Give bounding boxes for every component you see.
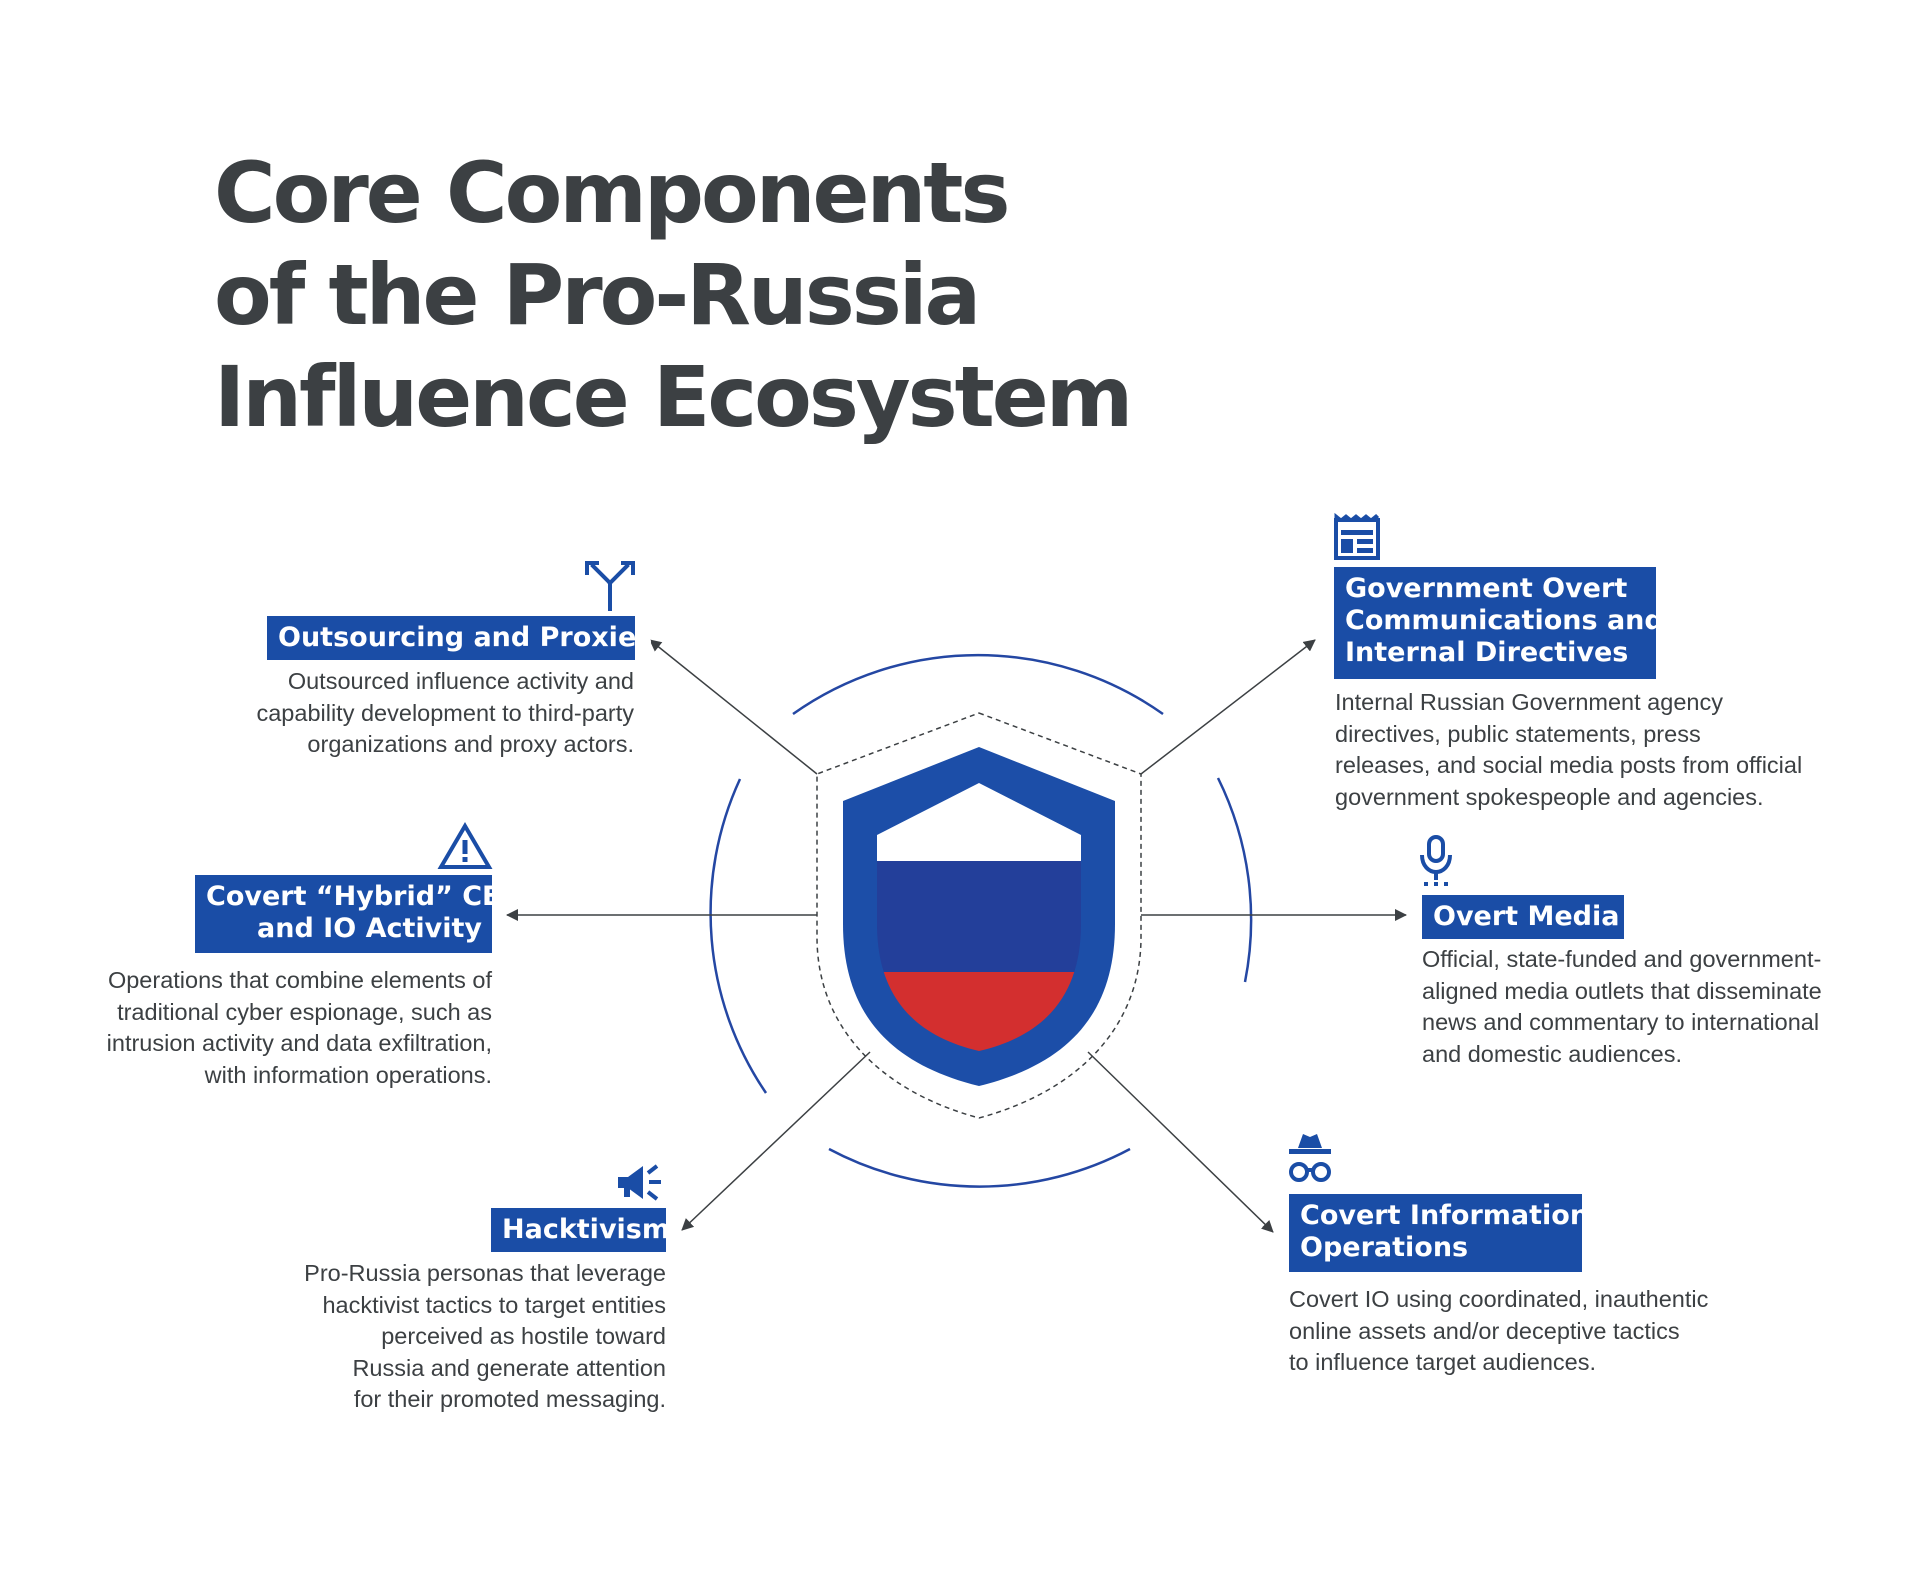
hacktivism-desc-line-3: perceived as hostile toward — [381, 1323, 666, 1349]
hacktivism-desc-line-5: for their promoted messaging. — [353, 1386, 666, 1412]
russia-flag-shield — [843, 747, 1115, 1086]
overt-media-desc-line-4: and domestic audiences. — [1422, 1040, 1682, 1067]
warning-triangle-icon — [437, 822, 493, 869]
outsourcing-desc-line-3: organizations and proxy actors. — [307, 731, 634, 757]
dashed-shield-outline — [816, 712, 1142, 1119]
arrow-to-government — [1140, 639, 1316, 775]
outsourcing-desc-line-1: Outsourced influence activity and — [287, 668, 634, 694]
hacktivism-desc-line-4: Russia and generate attention — [352, 1354, 666, 1381]
government-desc-line-3: releases, and social media posts from of… — [1335, 752, 1803, 778]
covert-io-label-line-1: Covert Information — [1300, 1200, 1590, 1231]
hybrid-desc-line-3: intrusion activity and data exfiltration… — [106, 1030, 492, 1056]
overt-media-label-line: Overt Media — [1433, 901, 1620, 932]
government-label-line-3: Internal Directives — [1345, 637, 1629, 668]
outsourcing-label-line: Outsourcing and Proxies — [278, 622, 653, 653]
hacktivism-description: Pro-Russia personas that leverage hackti… — [260, 1258, 666, 1416]
ring-arc-lower-left — [709, 778, 768, 1094]
hacktivism-label: Hacktivism — [491, 1208, 670, 1252]
overt-media-label: Overt Media — [1422, 895, 1624, 939]
title-line-3: Influence Ecosystem — [214, 348, 1133, 446]
hybrid-label: Covert “Hybrid” CE and IO Activity — [195, 875, 501, 953]
covert-io-desc-line-1: Covert IO using coordinated, inauthentic — [1289, 1286, 1709, 1312]
title-line-2: of the Pro-Russia — [214, 246, 981, 344]
hacktivism-desc-line-1: Pro-Russia personas that leverage — [304, 1260, 666, 1286]
ring-arc-top — [792, 653, 1164, 716]
covert-io-desc-line-3: to influence target audiences. — [1289, 1349, 1597, 1375]
arrow-to-covert-io — [1087, 1051, 1274, 1233]
outsourcing-label: Outsourcing and Proxies — [267, 616, 653, 660]
overt-media-description: Official, state-funded and government- a… — [1422, 944, 1882, 1070]
government-desc-line-1: Internal Russian Government agency — [1335, 689, 1723, 715]
microphone-icon — [1420, 835, 1452, 886]
ring-arc-upper-right — [1216, 777, 1253, 983]
government-label-line-1: Government Overt — [1345, 573, 1628, 604]
hybrid-description: Operations that combine elements of trad… — [60, 965, 492, 1091]
outsourcing-description: Outsourced influence activity and capabi… — [200, 666, 634, 761]
overt-media-desc-line-3: news and commentary to international — [1422, 1009, 1820, 1035]
hacktivism-label-line: Hacktivism — [502, 1214, 670, 1245]
hybrid-label-line-2: and IO Activity — [257, 913, 482, 944]
government-desc-line-2: directives, public statements, press — [1335, 720, 1701, 747]
hybrid-label-line-1: Covert “Hybrid” CE — [206, 881, 501, 912]
flag-blue-stripe — [877, 861, 1081, 972]
covert-io-desc-line-2: online assets and/or deceptive tactics — [1289, 1317, 1680, 1344]
page-title: Core Components of the Pro-Russia Influe… — [214, 142, 1214, 448]
fork-arrows-icon — [585, 561, 635, 611]
megaphone-icon — [618, 1164, 661, 1201]
overt-media-desc-line-2: aligned media outlets that disseminate — [1422, 977, 1822, 1004]
government-desc-line-4: government spokespeople and agencies. — [1335, 783, 1764, 810]
connector-arrows — [506, 639, 1407, 1233]
government-label-line-2: Communications and — [1345, 605, 1664, 636]
outer-ring — [709, 653, 1253, 1188]
newspaper-icon — [1334, 512, 1380, 560]
government-description: Internal Russian Government agency direc… — [1335, 687, 1835, 813]
arrow-to-outsourcing — [649, 639, 818, 775]
arrow-to-hacktivism — [681, 1051, 871, 1231]
outsourcing-desc-line-2: capability development to third-party — [256, 699, 634, 726]
hybrid-desc-line-1: Operations that combine elements of — [107, 967, 492, 993]
ring-arc-bottom — [828, 1147, 1131, 1188]
hacktivism-desc-line-2: hacktivist tactics to target entities — [322, 1291, 666, 1318]
overt-media-desc-line-1: Official, state-funded and government- — [1422, 946, 1822, 972]
incognito-spy-icon — [1289, 1134, 1331, 1182]
hybrid-desc-line-4: with information operations. — [204, 1061, 492, 1088]
hybrid-desc-line-2: traditional cyber espionage, such as — [117, 998, 492, 1025]
government-label: Government Overt Communications and Inte… — [1334, 567, 1664, 679]
covert-io-label-line-2: Operations — [1300, 1232, 1469, 1263]
title-line-1: Core Components — [214, 144, 1010, 242]
covert-io-label: Covert Information Operations — [1289, 1194, 1590, 1272]
covert-io-description: Covert IO using coordinated, inauthentic… — [1289, 1284, 1749, 1379]
